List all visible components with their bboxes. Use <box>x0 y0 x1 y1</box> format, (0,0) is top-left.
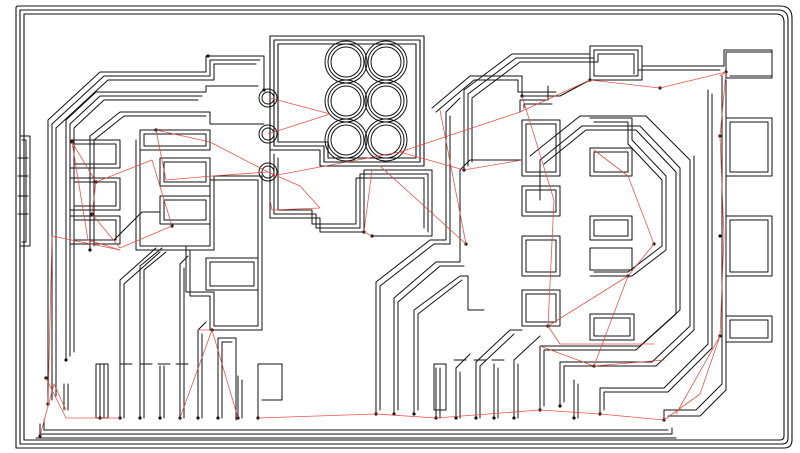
center-block <box>269 149 433 237</box>
left-edge-connector <box>17 135 31 247</box>
board-outline <box>15 5 793 449</box>
right-traces <box>375 45 773 421</box>
left-traces <box>47 55 283 421</box>
round-pad-array <box>324 40 408 162</box>
ground-rail <box>35 419 677 439</box>
ratsnest-airwires <box>39 71 727 437</box>
